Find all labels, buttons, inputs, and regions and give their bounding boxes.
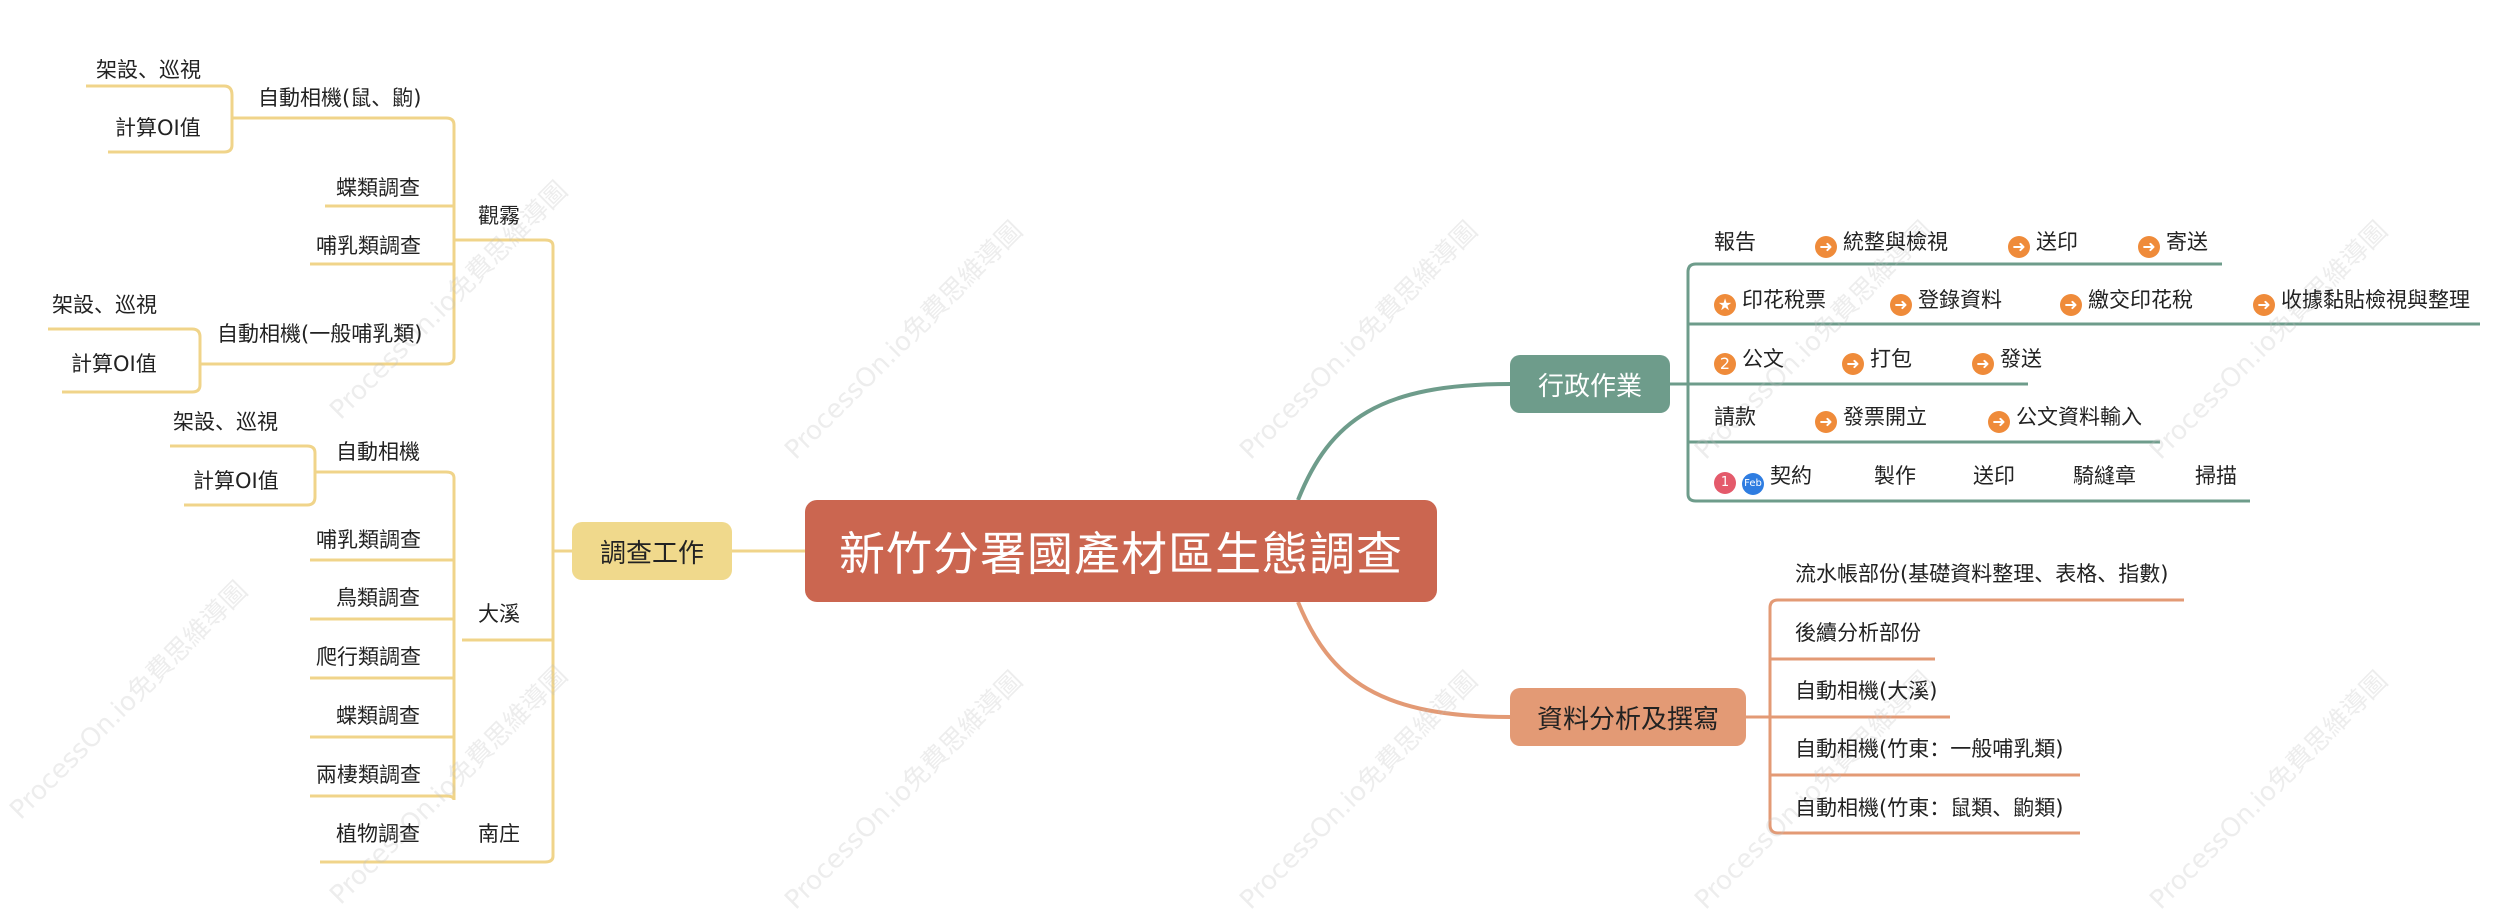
leaf-plant[interactable]: 植物調查 xyxy=(336,822,420,846)
admin-invoice[interactable]: 請款 xyxy=(1714,405,1756,429)
admin-stamp-tax[interactable]: ★印花稅票 xyxy=(1714,286,1826,316)
step-review[interactable]: ➜統整與檢視 xyxy=(1815,228,1948,258)
arrow-right-icon: ➜ xyxy=(2060,294,2082,316)
step-pay-tax[interactable]: ➜繳交印花稅 xyxy=(2060,286,2193,316)
subtopic-camera-small[interactable]: 自動相機(鼠、鼩) xyxy=(258,86,422,110)
arrow-right-icon: ➜ xyxy=(1972,353,1994,375)
topic-label: 調查工作 xyxy=(599,538,704,569)
leaf-amphibian[interactable]: 兩棲類調查 xyxy=(316,763,421,787)
leaf-calc-oi[interactable]: 計算OI值 xyxy=(71,352,157,376)
leaf-calc-oi[interactable]: 計算OI值 xyxy=(115,116,201,140)
leaf-bird[interactable]: 鳥類調查 xyxy=(336,586,420,610)
admin-report[interactable]: 報告 xyxy=(1714,230,1756,254)
step-pack[interactable]: ➜打包 xyxy=(1842,345,1912,375)
step-seal[interactable]: 騎縫章 xyxy=(2073,464,2136,488)
number-badge: 2 xyxy=(1714,353,1736,375)
step-print[interactable]: ➜送印 xyxy=(2008,228,2078,258)
step-make[interactable]: 製作 xyxy=(1874,464,1916,488)
star-icon: ★ xyxy=(1714,294,1736,316)
analysis-item-ledger[interactable]: 流水帳部份(基礎資料整理、表格、指數) xyxy=(1795,562,2169,586)
calendar-icon: Feb xyxy=(1742,473,1764,495)
subtopic-camera[interactable]: 自動相機 xyxy=(336,440,420,464)
leaf-mammal[interactable]: 哺乳類調查 xyxy=(316,234,421,258)
root-topic[interactable]: 新竹分署國產材區生態調查 xyxy=(805,500,1437,602)
topic-admin-work[interactable]: 行政作業 xyxy=(1510,355,1670,413)
topic-label: 資料分析及撰寫 xyxy=(1536,704,1719,735)
leaf-calc-oi[interactable]: 計算OI值 xyxy=(193,469,279,493)
analysis-item-camera-daxi[interactable]: 自動相機(大溪) xyxy=(1795,679,1938,703)
leaf-mammal[interactable]: 哺乳類調查 xyxy=(316,528,421,552)
priority-badge: 1 xyxy=(1714,472,1736,494)
step-receipt[interactable]: ➜收據黏貼檢視與整理 xyxy=(2253,286,2470,316)
arrow-right-icon: ➜ xyxy=(1815,411,1837,433)
topic-data-analysis[interactable]: 資料分析及撰寫 xyxy=(1510,688,1746,746)
step-print[interactable]: 送印 xyxy=(1973,464,2015,488)
subtopic-nanzhuang[interactable]: 南庄 xyxy=(478,822,520,846)
step-register[interactable]: ➜登錄資料 xyxy=(1890,286,2002,316)
leaf-reptile[interactable]: 爬行類調查 xyxy=(316,645,421,669)
analysis-item-followup[interactable]: 後續分析部份 xyxy=(1795,621,1921,645)
step-mail[interactable]: ➜寄送 xyxy=(2138,228,2208,258)
analysis-item-camera-zhudong-mammal[interactable]: 自動相機(竹東：一般哺乳類) xyxy=(1795,737,2064,761)
leaf-butterfly[interactable]: 蝶類調查 xyxy=(336,704,420,728)
arrow-right-icon: ➜ xyxy=(2008,236,2030,258)
arrow-right-icon: ➜ xyxy=(1890,294,1912,316)
leaf-butterfly[interactable]: 蝶類調查 xyxy=(336,176,420,200)
root-topic-label: 新竹分署國產材區生態調查 xyxy=(839,527,1403,581)
arrow-right-icon: ➜ xyxy=(1842,353,1864,375)
subtopic-guanwu[interactable]: 觀霧 xyxy=(478,204,520,228)
step-scan[interactable]: 掃描 xyxy=(2195,464,2237,488)
leaf-setup[interactable]: 架設、巡視 xyxy=(173,410,278,434)
arrow-right-icon: ➜ xyxy=(1988,411,2010,433)
step-send[interactable]: ➜發送 xyxy=(1972,345,2042,375)
topic-survey-work[interactable]: 調查工作 xyxy=(572,522,732,580)
leaf-setup[interactable]: 架設、巡視 xyxy=(52,293,157,317)
leaf-setup[interactable]: 架設、巡視 xyxy=(96,58,201,82)
step-issue-invoice[interactable]: ➜發票開立 xyxy=(1815,403,1927,433)
subtopic-camera-general[interactable]: 自動相機(一般哺乳類) xyxy=(217,322,423,346)
arrow-right-icon: ➜ xyxy=(2138,236,2160,258)
subtopic-daxi[interactable]: 大溪 xyxy=(478,602,520,626)
analysis-item-camera-zhudong-rodent[interactable]: 自動相機(竹東：鼠類、鼩類) xyxy=(1795,796,2064,820)
step-doc-input[interactable]: ➜公文資料輸入 xyxy=(1988,403,2142,433)
arrow-right-icon: ➜ xyxy=(1815,236,1837,258)
arrow-right-icon: ➜ xyxy=(2253,294,2275,316)
topic-label: 行政作業 xyxy=(1537,371,1642,402)
